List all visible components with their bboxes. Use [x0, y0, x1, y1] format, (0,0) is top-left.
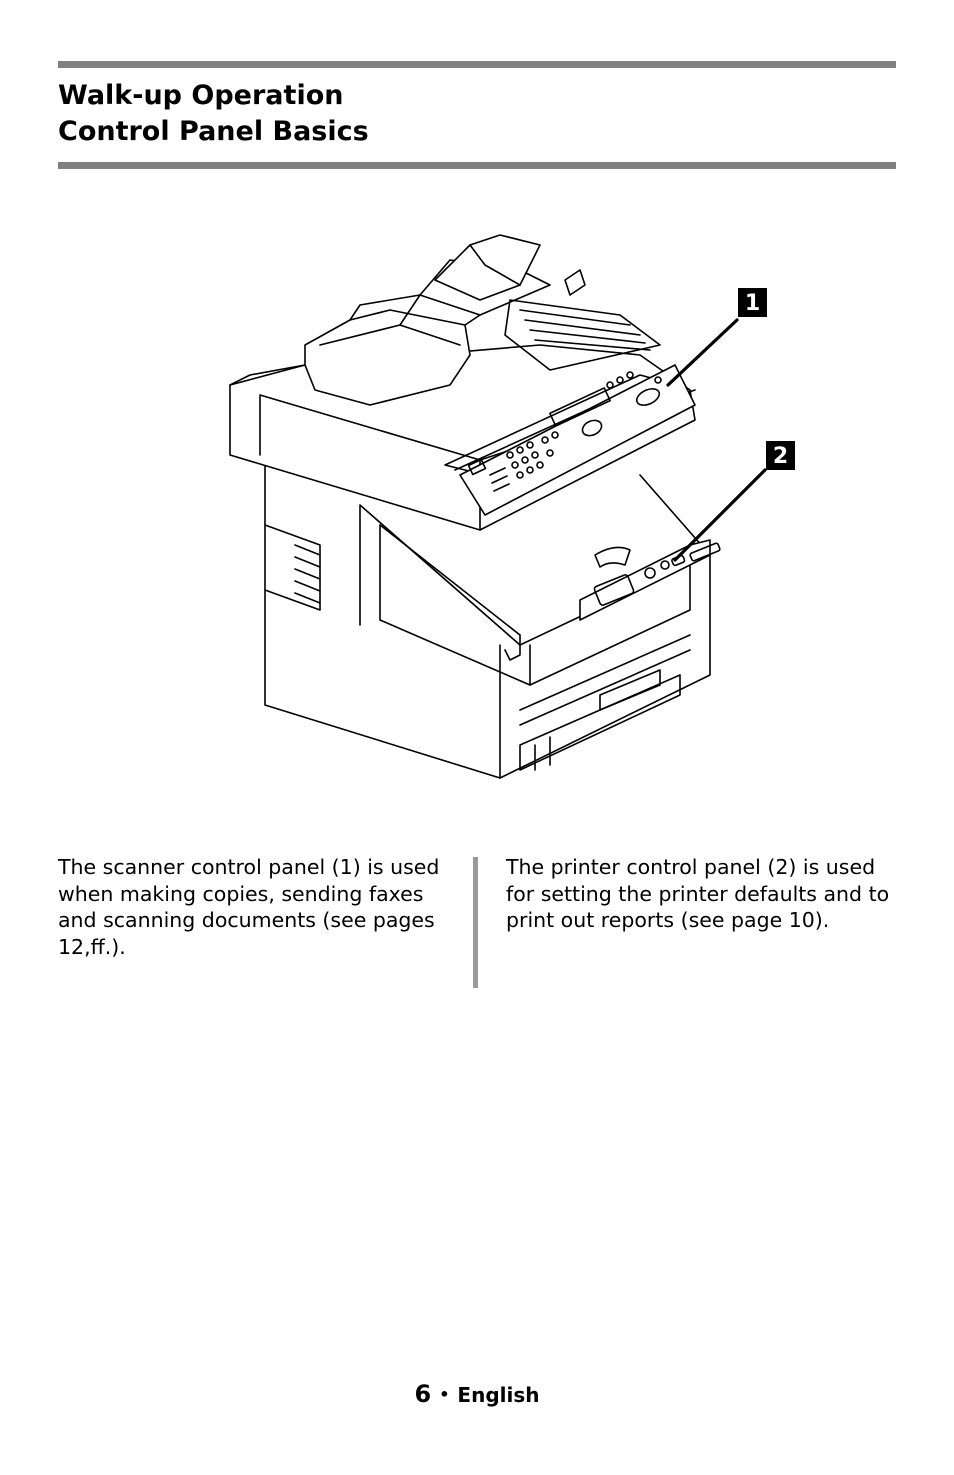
callout-2: 2: [673, 441, 795, 562]
callout-2-label: 2: [773, 444, 788, 469]
header-rule-bottom: [58, 162, 896, 169]
footer-language: English: [457, 1383, 540, 1407]
title-line-2: Control Panel Basics: [58, 116, 369, 147]
page-title: Walk-up Operation Control Panel Basics: [58, 78, 369, 150]
page-footer: 6 • English: [0, 1380, 954, 1408]
scanner-unit: [229, 234, 696, 531]
page-number: 6: [414, 1380, 432, 1408]
callout-1-label: 1: [745, 291, 760, 316]
printer-body: [264, 419, 721, 779]
printer-panel-description: The printer control panel (2) is used fo…: [506, 855, 890, 932]
scanner-panel-description: The scanner control panel (1) is used wh…: [58, 855, 440, 959]
title-line-1: Walk-up Operation: [58, 80, 344, 111]
header-rule-top: [58, 61, 896, 68]
column-divider: [473, 857, 478, 988]
footer-bullet: •: [439, 1385, 450, 1404]
callout-1: 1: [666, 288, 767, 387]
printer-illustration: 1 2: [229, 234, 795, 779]
